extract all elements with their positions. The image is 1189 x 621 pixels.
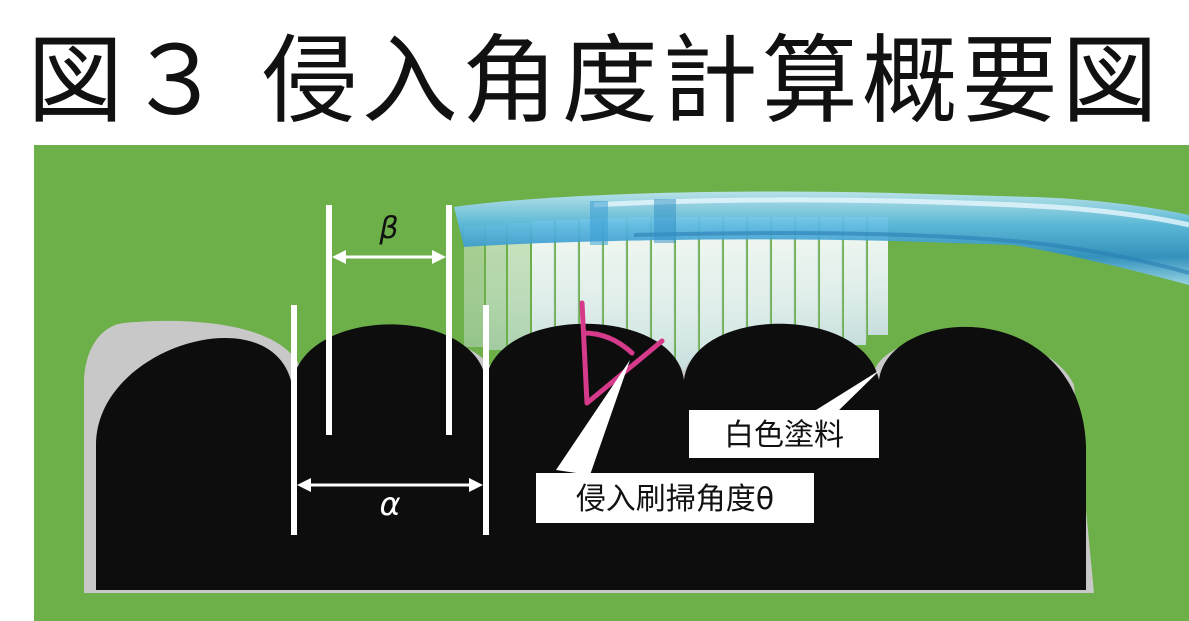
beta-arrow [332,250,446,264]
figure-title: 図３ 侵入角度計算概要図 [27,25,1162,137]
paint-callout-pointer [808,370,880,415]
angle-callout [536,473,814,523]
alpha-arrow [297,478,483,492]
brush-head [454,191,1189,285]
beta-label: β [378,211,398,246]
angle-marker [579,300,665,406]
brush-ring [590,201,608,245]
white-paint-callout [689,410,879,458]
angle-label: 侵入刷掃角度θ [576,482,774,517]
angle-callout-pointer [556,360,630,475]
brush-handle-highlight [593,197,1189,228]
alpha-label: α [379,485,400,523]
white-paint-label: 白色塗料 [724,418,844,453]
diagram-svg: β α 白色塗料 侵入刷掃角度θ [34,145,1189,621]
brush-ring [654,199,676,243]
brush-handle-shadow [633,231,1189,275]
diagram-panel: β α 白色塗料 侵入刷掃角度θ [34,145,1189,621]
